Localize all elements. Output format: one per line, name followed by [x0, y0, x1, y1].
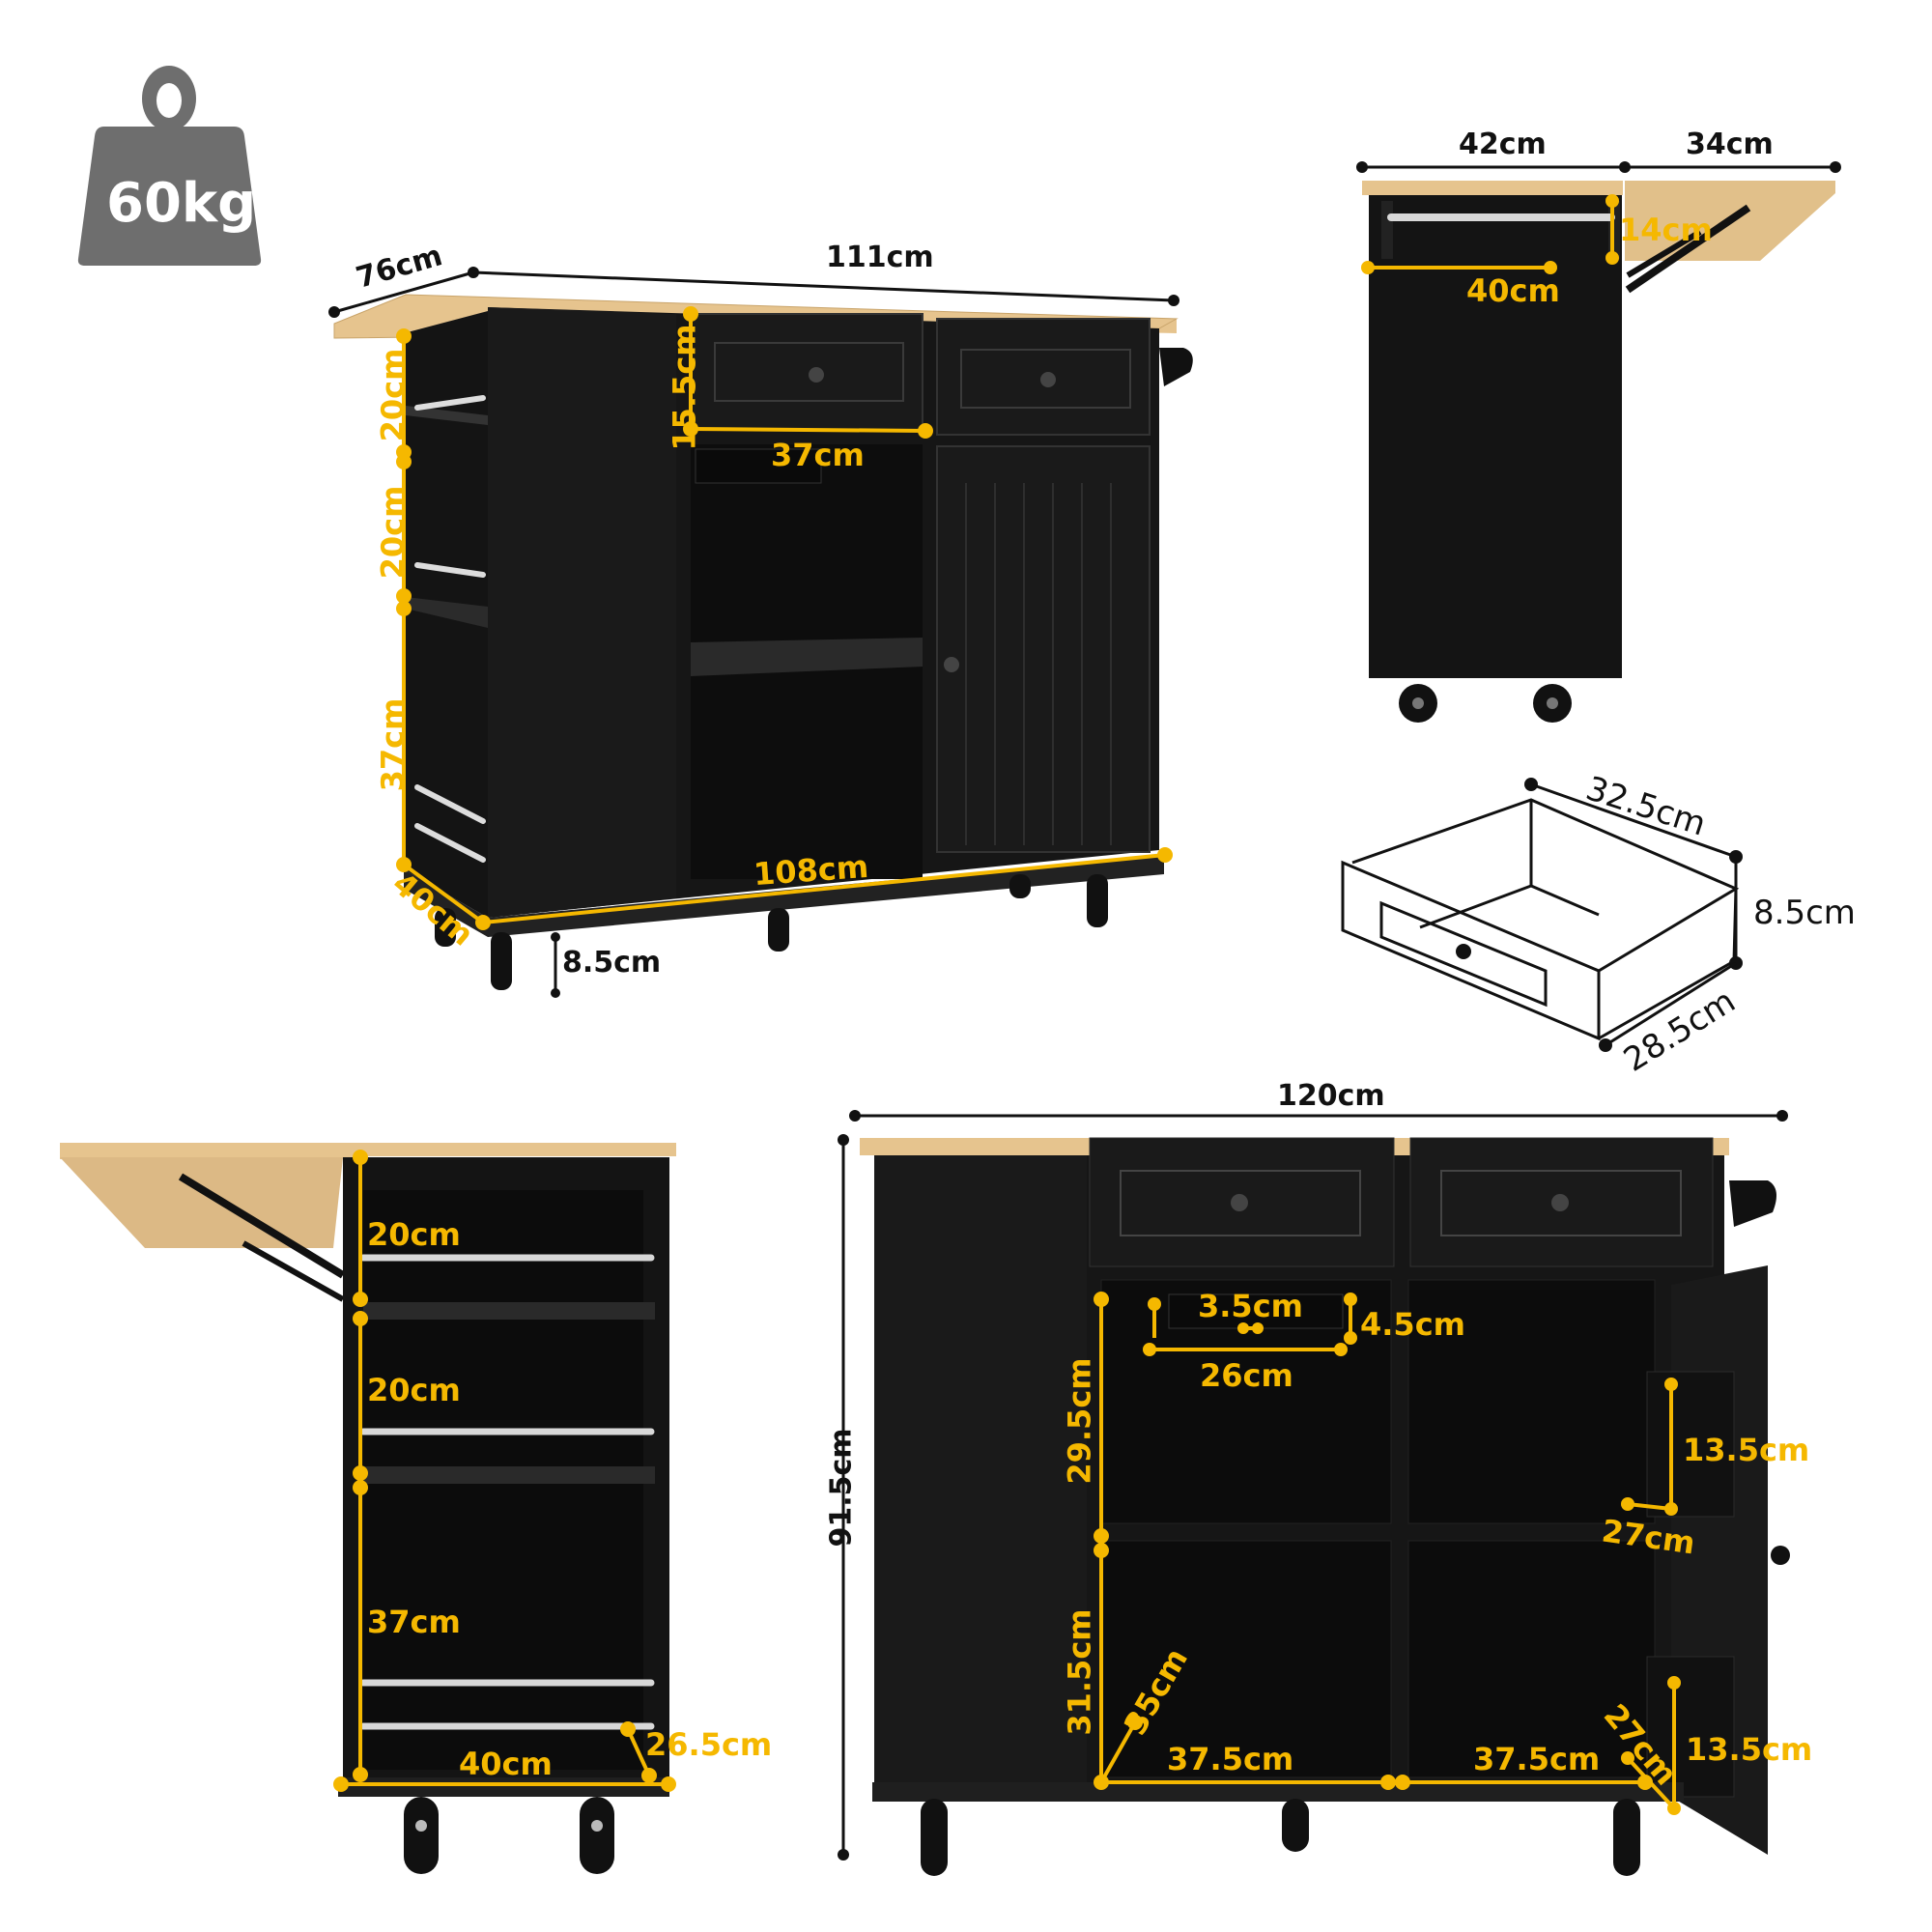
towel-bar-width-label: 40cm: [1466, 272, 1560, 309]
weight-value: 60kg: [106, 172, 257, 235]
right-compartment-width-label: 37.5cm: [1473, 1741, 1601, 1777]
total-width-label: 120cm: [1277, 1079, 1385, 1113]
shelf-1-label: 20cm: [367, 1216, 461, 1253]
leaf-extension-label: 34cm: [1686, 128, 1774, 161]
shelf-2-label: 20cm: [367, 1372, 461, 1408]
upper-compartment-height-label: 29.5cm: [1061, 1357, 1098, 1485]
door-rack-upper-height-label: 13.5cm: [1683, 1432, 1810, 1468]
width-top-label: 111cm: [826, 241, 934, 274]
shelf-base-width-label: 40cm: [459, 1746, 553, 1782]
shelf-3-label: 37cm: [367, 1604, 461, 1640]
towel-bar-height-label: 14cm: [1619, 212, 1713, 248]
weight-icon: [77, 66, 262, 266]
drawer-width-label: 37cm: [771, 437, 865, 473]
glass-rack-width-label: 26cm: [1200, 1357, 1293, 1394]
drawer-height-label: 8.5cm: [1753, 894, 1856, 932]
left-compartment-width-label: 37.5cm: [1167, 1741, 1294, 1777]
door-rack-lower-height-label: 13.5cm: [1686, 1731, 1813, 1768]
shelf-base-depth-label: 26.5cm: [645, 1726, 773, 1763]
glass-rack-spacing-label: 3.5cm: [1198, 1288, 1303, 1324]
total-height-label: 91.5cm: [824, 1428, 859, 1548]
lower-compartment-height-label: 31.5cm: [1061, 1608, 1098, 1736]
glass-rack-height-label: 4.5cm: [1360, 1306, 1465, 1343]
top-fixed-label: 42cm: [1459, 128, 1547, 161]
caster-height-label: 8.5cm: [562, 946, 662, 980]
